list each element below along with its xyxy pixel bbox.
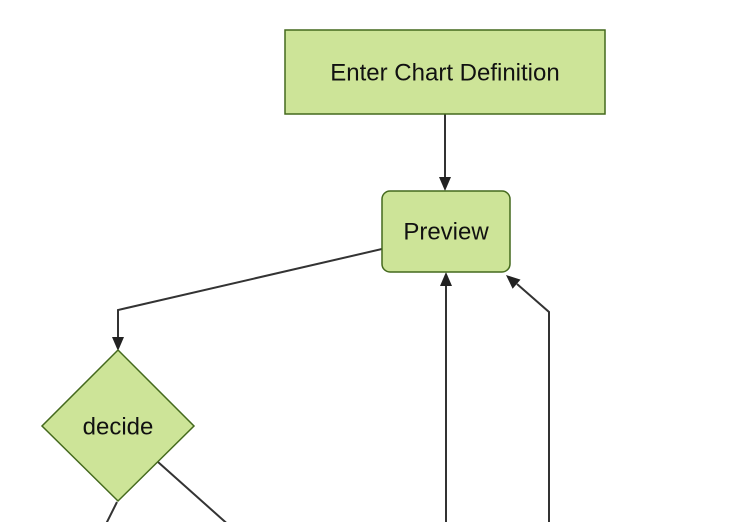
decide-label: decide [83,414,154,441]
flowchart-edges [105,114,550,522]
enter-chart-definition-box [284,29,606,115]
edge-decide-to-offscreen-bottom-left [105,501,118,522]
arrowhead-into-preview-top-icon [439,177,451,191]
preview-box [381,190,511,273]
edge-decide-to-offscreen-bottom-right [157,461,227,522]
arrowhead-into-preview-bottom-icon [440,272,452,286]
arrowhead-into-decide-top-icon [112,337,124,351]
decide-diamond [40,348,196,503]
edge-preview-to-decide [117,248,383,338]
node-decide: decide [40,348,196,503]
arrowhead-into-preview-corner-icon [506,275,521,289]
enter-chart-definition-label: Enter Chart Definition [330,60,559,87]
edge-offscreen-bottom-right-to-preview [516,283,550,522]
node-preview: Preview [381,190,511,273]
preview-label: Preview [403,219,489,246]
flowchart-nodes: Enter Chart Definition Preview decide [40,29,606,503]
node-enter-chart-definition: Enter Chart Definition [284,29,606,115]
